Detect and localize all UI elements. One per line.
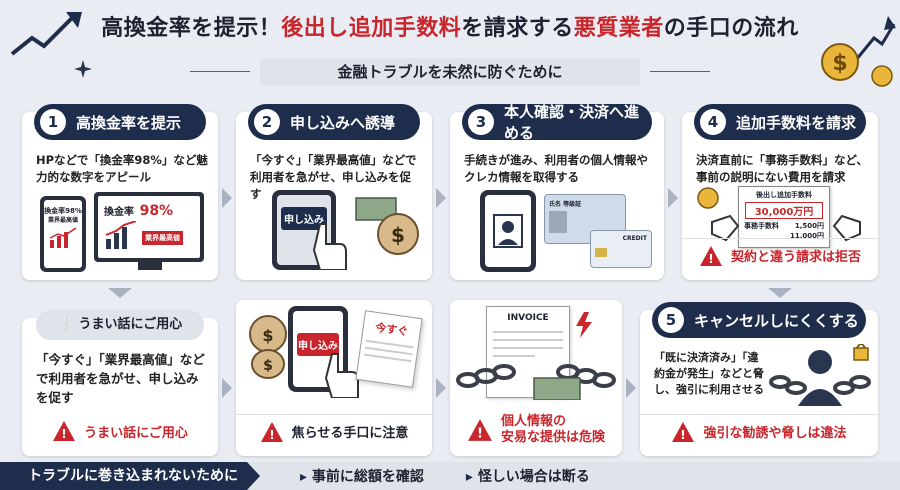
warning-icon: !: [260, 421, 283, 442]
phone-illustration: 申し込み: [288, 306, 348, 392]
step-title: 追加手数料を請求: [736, 113, 857, 132]
warning-note: ! 焦らせる手口に注意: [236, 414, 432, 448]
hand-icon: [832, 214, 861, 242]
chart-icon: [49, 227, 77, 248]
step-card-4: 4 追加手数料を請求 決済直前に「事務手数料」など、事前の説明にない費用を請求 …: [682, 104, 878, 280]
bottom-bar: トラブルに巻き込まれないために 事前に総額を確認 怪しい場合は断る: [0, 462, 900, 490]
svg-text:$: $: [262, 326, 273, 345]
step-description: HPなどで「換金率98%」など魅力的な数字をアピール: [36, 153, 208, 184]
warning-icon: !: [53, 421, 76, 441]
invoice-card: INVOICE ! 個人情報の 安易な提供は危険: [450, 300, 622, 456]
step-card-3: 3 本人確認・決済へ進める 手続きが進み、利用者の個人情報やクレカ情報を取得する…: [450, 103, 664, 280]
bill-amount: 30,000万円: [745, 202, 823, 219]
coin-icon: [697, 187, 719, 209]
svg-text:$: $: [832, 51, 847, 76]
step-description: 「既に決済済み」「違約金が発生」などと脅し、強引に利用させる: [654, 351, 764, 396]
money-bag-icon: $ $: [249, 315, 287, 379]
warning-note: ! 契約と違う請求は拒否: [682, 238, 878, 272]
step-description: 決済直前に「事務手数料」など、事前の説明にない費用を請求: [696, 153, 868, 184]
step-description: 「今すぐ」「業界最高値」などで利用者を急がせ、申し込みを促す: [250, 153, 417, 201]
step-title: 高換金率を提示: [76, 113, 182, 132]
step-number: 4: [700, 109, 726, 135]
step-header: 5 キャンセルしにくくする: [652, 302, 866, 338]
step-header: 1 高換金率を提示: [34, 104, 206, 140]
svg-text:!: !: [61, 427, 66, 441]
flow-arrow: [626, 378, 636, 398]
warning-icon: !: [699, 245, 722, 266]
step-card-5: 5 キャンセルしにくくする 「既に決済済み」「違約金が発生」などと脅し、強引に利…: [640, 302, 878, 456]
warning-note: ! 個人情報の 安易な提供は危険: [450, 408, 622, 452]
step-header: 4 追加手数料を請求: [694, 104, 866, 140]
phone-rate: 換金率98%: [44, 207, 82, 215]
lightning-icon: [576, 312, 592, 338]
monitor-rate: 98%: [139, 203, 174, 219]
chain-icon: [456, 364, 616, 400]
hand-icon: [711, 214, 740, 242]
bar-chart-icon: [105, 221, 137, 249]
phone-illustration: [480, 190, 536, 272]
credit-card: CREDIT: [590, 230, 652, 268]
svg-text:!: !: [681, 428, 686, 442]
svg-text:!: !: [477, 427, 483, 442]
step-number: 5: [658, 307, 684, 333]
urgent-paper: 今すぐ: [355, 310, 423, 388]
monitor-badge: 業界最高値: [142, 231, 183, 245]
warning-note: ! うまい話にご用心: [22, 414, 218, 448]
hand-pointer-icon: [312, 223, 347, 270]
step-card-2: 2 申し込みへ誘導 「今すぐ」「業界最高値」などで利用者を急がせ、申し込みを促す…: [236, 104, 432, 280]
step-title: 申し込みへ誘導: [290, 113, 396, 132]
caution-text: 「今すぐ」「業界最高値」などで利用者を急がせ、申し込みを促す: [36, 352, 205, 405]
warning-note: ! 強引な勧誘や脅しは違法: [640, 414, 878, 448]
step-title: 本人確認・決済へ進める: [504, 103, 640, 142]
flow-arrow: [668, 188, 678, 208]
bill-title: 後出し追加手数料: [756, 191, 812, 199]
step-header: 2 申し込みへ誘導: [248, 104, 420, 140]
rising-arrow-icon: [10, 12, 82, 56]
apply-button: 申し込み: [281, 207, 327, 230]
bottom-item: 怪しい場合は断る: [466, 466, 590, 486]
svg-text:$: $: [391, 223, 405, 247]
caution-card: ❕ うまい話にご用心 「今すぐ」「業界最高値」などで利用者を急がせ、申し込みを促…: [22, 310, 218, 456]
svg-text:$: $: [263, 358, 273, 374]
flow-arrow: [222, 378, 232, 398]
trapped-person-icon: [769, 344, 871, 406]
phone-subtext: 業界最高値: [47, 217, 78, 224]
flow-arrow-down: [768, 288, 792, 298]
warning-icon: !: [672, 421, 695, 442]
coins-icon: $: [821, 16, 896, 87]
sparkle-icon: [74, 60, 92, 78]
subtitle-banner: 金融トラブルを未然に防ぐために: [190, 58, 710, 86]
bottom-lead: トラブルに巻き込まれないために: [0, 462, 260, 490]
user-face-icon: [493, 214, 523, 248]
flow-arrow: [436, 188, 446, 208]
step-number: 2: [254, 109, 280, 135]
warning-icon: !: [468, 419, 492, 442]
bottom-item: 事前に総額を確認: [300, 466, 424, 486]
step-title: キャンセルしにくくする: [694, 311, 859, 330]
caution-icon: ❕: [57, 317, 74, 332]
flow-arrow: [436, 378, 446, 398]
page-title: 高換金率を提示！後出し追加手数料を請求する悪質業者の手口の流れ: [101, 16, 799, 41]
step-description: 手続きが進み、利用者の個人情報やクレカ情報を取得する: [464, 153, 648, 184]
money-bag-icon: $: [355, 197, 419, 255]
step-number: 3: [468, 109, 494, 135]
step-number: 1: [40, 109, 66, 135]
step-card-1: 1 高換金率を提示 HPなどで「換金率98%」など魅力的な数字をアピール 換金率…: [22, 104, 218, 280]
phone-illustration: 換金率98% 業界最高値: [40, 196, 86, 272]
flow-arrow: [222, 188, 232, 208]
svg-text:!: !: [269, 428, 274, 442]
subtitle: 金融トラブルを未然に防ぐために: [260, 58, 640, 86]
svg-text:!: !: [708, 252, 713, 266]
caution-header: ❕ うまい話にご用心: [36, 310, 204, 340]
apply-button: 申し込み: [297, 333, 339, 356]
pressure-card: $ $ 申し込み 今すぐ ! 焦らせる手口に注意: [236, 300, 432, 456]
flow-arrow-down: [108, 288, 132, 298]
monitor-label: 換金率: [104, 207, 134, 218]
step-header: 3 本人確認・決済へ進める: [462, 103, 652, 142]
monitor-illustration: 換金率 98% 業界最高値: [94, 192, 204, 262]
